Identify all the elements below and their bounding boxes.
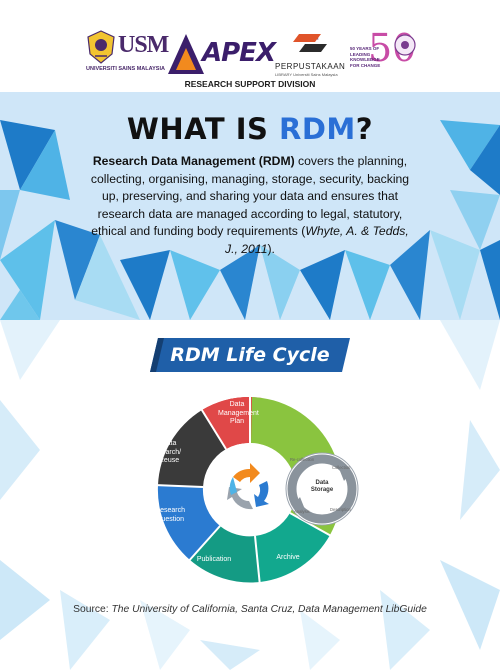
lifecycle-banner: RDM Life Cycle [150,338,350,372]
ring-word-collection: Collection [332,465,351,470]
header: USM UNIVERSITI SAINS MALAYSIA APEX TM PE… [0,0,500,92]
intro-paragraph: Research Data Management (RDM) covers th… [86,153,414,258]
lifecycle-diagram: Data Management Plan Data Search/ Reuse … [130,385,370,595]
cycle-arrows-icon [227,463,269,510]
intro-citation: Whyte, A. & Tedds, J., 2011 [225,224,409,256]
data-storage-gear [285,452,359,526]
title-suffix: ? [355,112,374,146]
logo-row: USM UNIVERSITI SAINS MALAYSIA APEX TM PE… [60,26,440,80]
segment-label-search: Data Search/ Reuse [156,440,182,464]
rdm-term: Research Data Management (RDM) [92,154,295,168]
title-prefix: WHAT IS [126,112,279,146]
apex-triangle-icon [168,34,204,74]
source-text: The University of California, Santa Cruz… [111,604,427,615]
title-accent: RDM [279,112,356,146]
perpustakaan-logo: PERPUSTAKAAN LIBRARY Universiti Sains Ma… [275,32,355,80]
division-label: RESEARCH SUPPORT DIVISION [184,79,316,89]
lifecycle-title: RDM Life Cycle [170,344,330,366]
fifty-tagline: 50 YEARS OF LEADING KNOWLEDGE FOR CHANGE [350,46,381,68]
banner-shape [150,338,350,372]
usm-badge-icon [394,34,416,56]
apex-logo: APEX TM [166,30,319,78]
usm-logo: USM UNIVERSITI SAINS MALAYSIA [86,30,169,78]
source-label: Source: [73,604,112,615]
data-storage-label: Data Storage [310,480,334,493]
fifty-years-logo: 50 50 YEARS OF LEADING KNOWLEDGE FOR CHA… [350,26,420,80]
segment-label-plan: Data Management Plan [218,401,259,425]
perpustakaan-word: PERPUSTAKAAN [275,62,346,71]
page-title: WHAT IS RDM? [0,112,500,146]
source-citation: Source: The University of California, Sa… [0,604,500,615]
usm-crest-icon [87,30,115,64]
perpustakaan-sub: LIBRARY Universiti Sains Malaysia [275,72,338,77]
segment-label-question: Research Question [155,507,185,523]
apex-wordmark: APEX [202,38,276,68]
intro-end: ). [267,241,275,256]
usm-name: UNIVERSITI SAINS MALAYSIA [86,66,165,72]
segment-label-archive: Archive [276,554,300,561]
ring-word-recollection: Re-collection [290,457,315,462]
usm-mark: USM [118,32,169,58]
library-stripes-icon [293,34,327,52]
ring-word-description: Description [330,507,351,512]
ring-word-analysis: Analysis [294,509,310,514]
intro-body: covers the planning, collecting, organis… [90,154,410,238]
segment-label-publication: Publication [196,556,232,563]
